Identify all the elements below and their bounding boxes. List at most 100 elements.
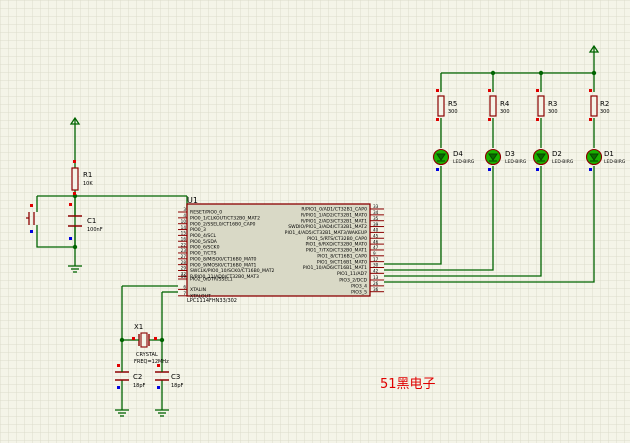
pin-number: 9 xyxy=(373,251,376,256)
pin-number: 45 xyxy=(373,233,379,238)
pin-name: XTALOUT xyxy=(190,293,211,299)
pin-number: 22 xyxy=(181,242,187,247)
r2-ref: R2 xyxy=(600,100,609,108)
power-terminal-icon xyxy=(588,44,600,55)
u1-pin[interactable]: 34R/PIO1_1/AD2/CT32B1_MAT0 xyxy=(301,210,384,218)
d4-type: LED-BIRG xyxy=(453,159,475,165)
capacitor-c1[interactable]: C1 100nF xyxy=(68,196,103,247)
mcu-u1[interactable]: U1 3RESET/PIO0_04PIO0_1/CLKOUT/CT32B0_MA… xyxy=(178,196,384,304)
d3-ref: D3 xyxy=(505,150,515,158)
led-icon xyxy=(536,153,546,162)
pin-name: R/PIO1_0/AD1/CT32B1_CAP0 xyxy=(301,207,367,213)
pin-name: PIO3_4 xyxy=(351,283,367,289)
led-icon xyxy=(589,153,599,162)
ground-icon xyxy=(115,409,129,417)
c2-ref: C2 xyxy=(133,373,142,381)
pin-number: 46 xyxy=(373,239,379,244)
u1-pin[interactable]: 35R/PIO1_2/AD3/CT32B1_MAT1 xyxy=(301,216,384,224)
x1-ref: X1 xyxy=(134,323,143,331)
resistor-r5[interactable]: R5 300 xyxy=(437,95,458,117)
pin-name: PIO0_6/SCK0 xyxy=(190,245,220,251)
led-icon xyxy=(436,153,446,162)
led-d1[interactable]: D1 LED-BIRG xyxy=(585,148,626,166)
resistor-r1[interactable]: R1 10K xyxy=(71,167,93,191)
ground-icon xyxy=(68,265,82,273)
pin-number: 35 xyxy=(373,216,379,221)
pin-number: 27 xyxy=(181,254,187,259)
pin-number: 40 xyxy=(373,228,379,233)
u1-left-pins: 3RESET/PIO0_04PIO0_1/CLKOUT/CT32B0_MAT21… xyxy=(178,207,275,299)
capacitor-c3[interactable]: C3 18pF xyxy=(155,363,184,389)
pin-name: PIO0_5/SDA xyxy=(190,239,218,245)
c1-ref: C1 xyxy=(87,217,96,225)
r1-value: 10K xyxy=(83,181,93,187)
pin-number: 34 xyxy=(373,210,379,215)
resistor-r3[interactable]: R3 300 xyxy=(537,95,558,117)
led-d4[interactable]: D4 LED-BIRG xyxy=(432,148,475,166)
r4-ref: R4 xyxy=(500,100,510,108)
pin-number: 42 xyxy=(373,269,379,274)
c3-value: 18pF xyxy=(171,383,184,389)
junctions xyxy=(72,70,597,343)
resistor-r1-body xyxy=(71,167,79,191)
resistor-r2[interactable]: R2 300 xyxy=(590,95,610,117)
ground-icon xyxy=(155,409,169,417)
c2-value: 18pF xyxy=(133,383,146,389)
x1-freq: FREQ=12MHz xyxy=(134,359,169,365)
pin-name: SWCLK/PIO0_10/SCK0/CT16B0_MAT2 xyxy=(190,268,275,274)
crystal-x1[interactable]: X1 CRYSTAL FREQ=12MHz xyxy=(134,323,169,365)
resistor-r4[interactable]: R4 300 xyxy=(489,95,510,117)
capacitor-c2[interactable]: C2 18pF xyxy=(115,363,146,389)
pin-name: XTALIN xyxy=(190,287,206,293)
u1-pin[interactable]: 33R/PIO1_0/AD1/CT32B1_CAP0 xyxy=(301,204,384,213)
r5-value: 300 xyxy=(448,109,458,115)
pin-number: 10 xyxy=(181,219,187,224)
pin-number: 33 xyxy=(373,204,379,209)
pin-name: PIO0_1/CLKOUT/CT32B0_MAT2 xyxy=(190,215,260,221)
pin-name: PIO3_2/DCD xyxy=(339,278,367,284)
pin-name: RESET/PIO0_0 xyxy=(190,210,222,216)
pin-name: PIO1_9/CT16B1_MAT0 xyxy=(317,259,367,265)
reset-button-icon[interactable] xyxy=(26,205,38,232)
led-d3[interactable]: D3 LED-BIRG xyxy=(484,148,527,166)
u1-part: LPC1114FHN33/302 xyxy=(187,298,237,304)
power-terminal-icon xyxy=(69,116,81,128)
u1-pin[interactable]: 32R/PIO0_11/AD0/CT32B0_MAT3 xyxy=(178,272,259,280)
d2-ref: D2 xyxy=(552,150,562,158)
pin-name: PIO3_5 xyxy=(351,289,367,295)
wires xyxy=(36,55,595,410)
pin-number: 32 xyxy=(181,272,187,277)
pin-name: PIO0_7/CTS xyxy=(190,251,216,257)
led-d2[interactable]: D2 LED-BIRG xyxy=(532,148,574,166)
d3-type: LED-BIRG xyxy=(505,159,527,165)
pin-name: PIO0_2/SSEL0/CT16B0_CAP0 xyxy=(190,221,256,227)
